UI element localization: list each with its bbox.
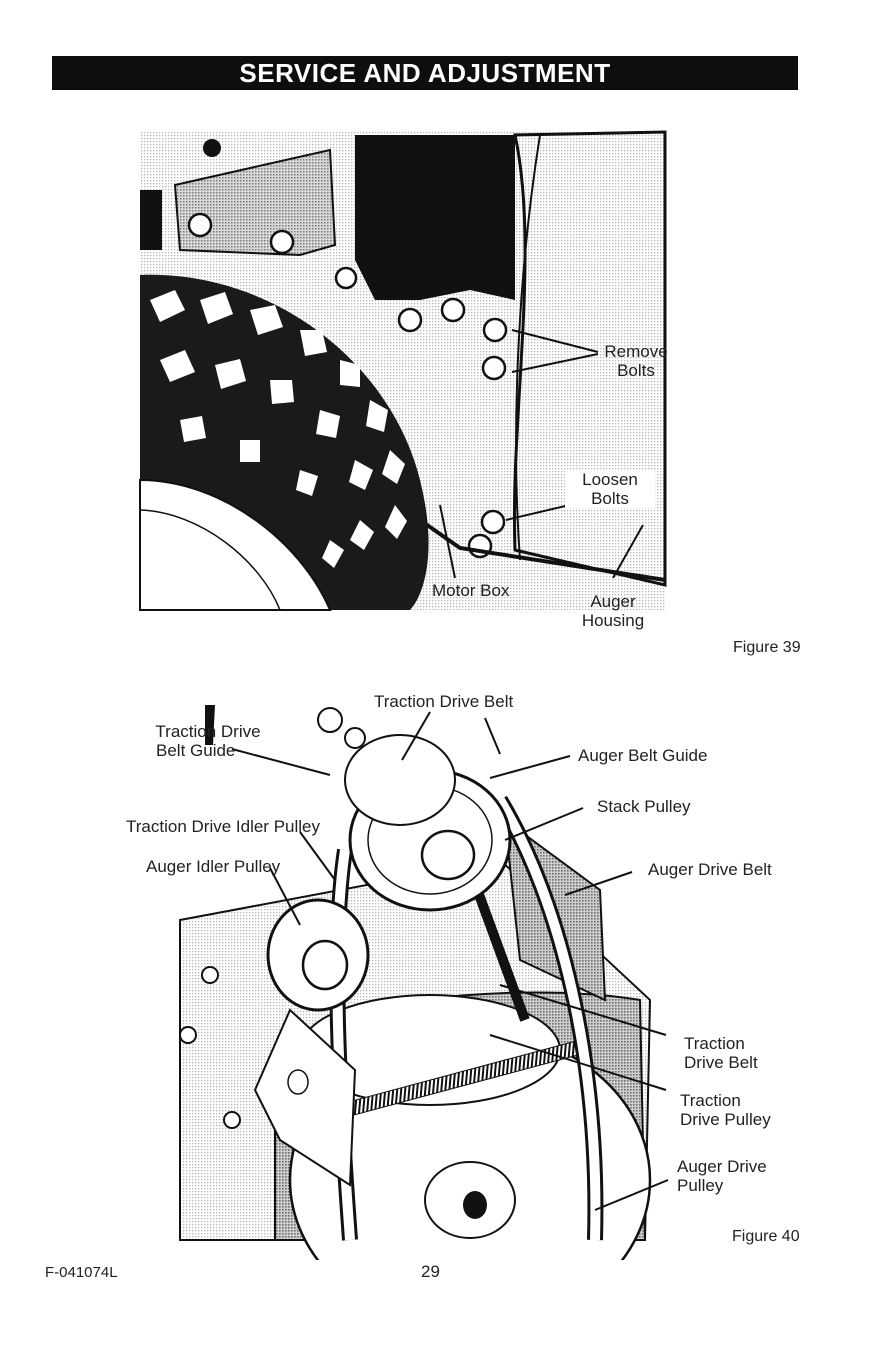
figure-39-caption: Figure 39 bbox=[733, 639, 801, 656]
label-line: Remove bbox=[604, 342, 668, 361]
label-traction-drive-belt-right: Traction Drive Belt bbox=[684, 1034, 758, 1072]
label-auger-housing: Auger Housing bbox=[570, 592, 656, 630]
label-line: Traction bbox=[684, 1034, 745, 1053]
label-remove-bolts: Remove Bolts bbox=[596, 342, 676, 380]
label-traction-drive-pulley: Traction Drive Pulley bbox=[680, 1091, 771, 1129]
section-header: SERVICE AND ADJUSTMENT bbox=[52, 56, 798, 90]
label-line: Drive Pulley bbox=[680, 1110, 771, 1129]
label-line: Bolts bbox=[591, 489, 629, 508]
label-line: Belt Guide bbox=[156, 741, 236, 760]
label-auger-belt-guide: Auger Belt Guide bbox=[578, 746, 708, 765]
figure-40-illustration bbox=[179, 705, 669, 1260]
label-auger-idler-pulley: Auger Idler Pulley bbox=[146, 857, 281, 876]
label-line: Bolts bbox=[617, 361, 655, 380]
label-traction-drive-belt-guide: Traction Drive Belt Guide bbox=[152, 722, 264, 760]
label-line: Auger bbox=[590, 592, 636, 611]
label-auger-drive-pulley: Auger Drive Pulley bbox=[677, 1157, 767, 1195]
label-line: Pulley bbox=[677, 1176, 724, 1195]
label-stack-pulley: Stack Pulley bbox=[597, 797, 691, 816]
label-traction-drive-belt-top: Traction Drive Belt bbox=[374, 692, 514, 711]
label-loosen-bolts: Loosen Bolts bbox=[565, 470, 655, 508]
label-traction-drive-idler-pulley: Traction Drive Idler Pulley bbox=[126, 817, 320, 836]
label-line: Auger Drive bbox=[677, 1157, 767, 1176]
label-line: Housing bbox=[581, 611, 645, 630]
figure-39-illustration bbox=[139, 130, 667, 611]
page-number: 29 bbox=[421, 1262, 440, 1281]
document-number: F-041074L bbox=[45, 1264, 118, 1281]
label-motor-box: Motor Box bbox=[432, 581, 510, 600]
label-line: Traction Drive bbox=[155, 722, 261, 741]
label-line: Traction bbox=[680, 1091, 741, 1110]
label-auger-drive-belt: Auger Drive Belt bbox=[648, 860, 772, 879]
figure-40-caption: Figure 40 bbox=[732, 1228, 800, 1245]
label-line: Loosen bbox=[582, 470, 638, 489]
label-line: Drive Belt bbox=[684, 1053, 758, 1072]
